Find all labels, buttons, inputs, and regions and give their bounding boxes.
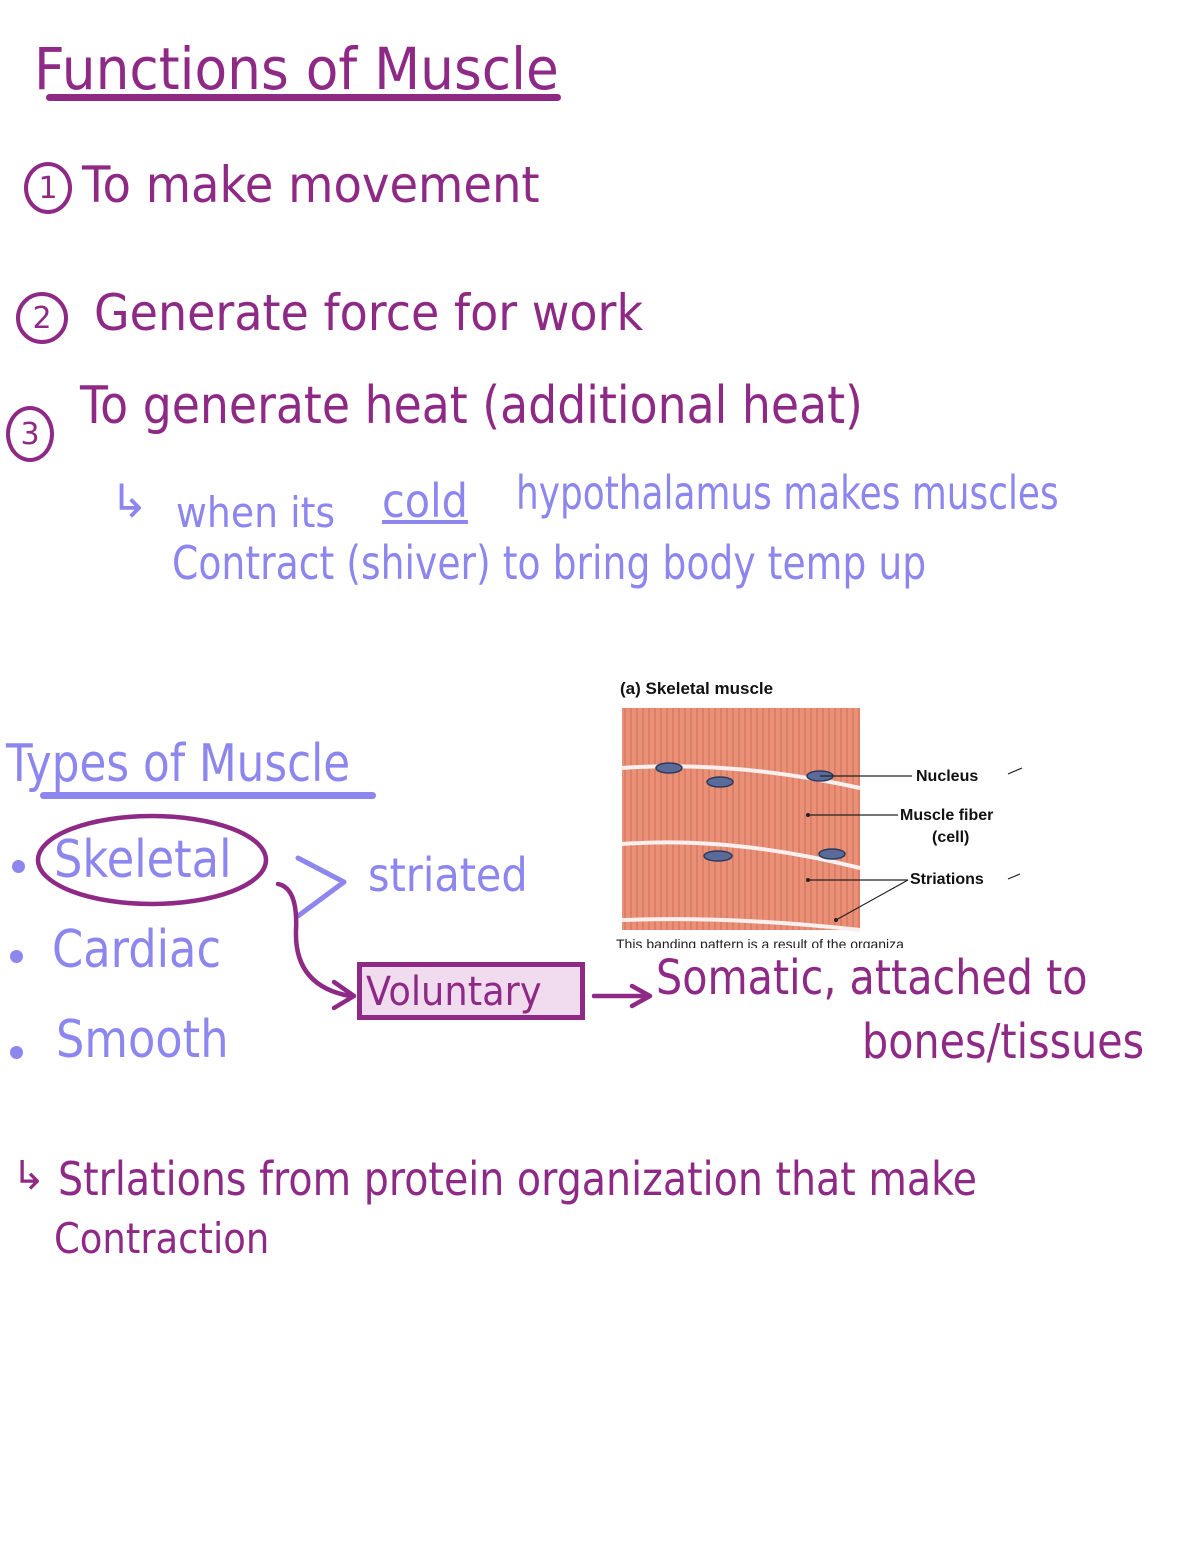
nucleus-label: Nucleus: [916, 768, 979, 785]
voluntary-highlight-box: [357, 962, 585, 1020]
skeletal-to-voluntary-arrowhead: [331, 979, 357, 1011]
fiber-boundary-3: [621, 917, 861, 932]
micrograph-background: [622, 708, 860, 930]
type-smooth: Smooth: [56, 1010, 229, 1070]
muscle-fiber-label: Muscle fiber: [900, 807, 994, 824]
skeletal-muscle-figure: (a) Skeletal muscle Nucleus Mus: [612, 676, 1032, 948]
bullet-smooth: [10, 1046, 23, 1059]
number-circle-1: 1: [24, 162, 72, 214]
voluntary-to-somatic-arrowhead: [629, 983, 653, 1009]
number-circle-3: 3: [6, 406, 54, 462]
fiber-boundary-2: [621, 840, 861, 870]
function-item-1: To make movement: [82, 156, 540, 214]
type-cardiac: Cardiac: [52, 920, 222, 980]
cold-note-line1-suffix: hypothalamus makes muscles: [516, 466, 1059, 520]
striations-note-line2: Contraction: [54, 1214, 270, 1263]
nucleus-icon: [703, 850, 733, 862]
somatic-note-line2: bones/tissues: [862, 1014, 1145, 1070]
nucleus-icon: [706, 776, 734, 788]
number-circle-2: 2: [16, 292, 68, 344]
types-heading: Types of Muscle: [6, 734, 351, 794]
function-item-2: Generate force for work: [94, 284, 644, 342]
cold-note-line1-prefix: when its: [176, 488, 336, 537]
figure-title: (a) Skeletal muscle: [620, 679, 774, 698]
muscle-micrograph: [621, 708, 1023, 932]
cold-note-line2: Contract (shiver) to bring body temp up: [172, 536, 927, 590]
functions-heading-underline: [46, 94, 561, 101]
striations-note-line1: Strlations from protein organization tha…: [58, 1152, 978, 1206]
fiber-boundary-1: [621, 764, 861, 790]
type-skeletal: Skeletal: [54, 830, 232, 890]
nucleus-icon: [818, 848, 846, 860]
cold-note-arrow: ↳: [110, 474, 149, 528]
bullet-cardiac: [10, 950, 23, 963]
types-heading-underline: [40, 792, 376, 799]
striations-label: Striations: [910, 871, 984, 888]
voluntary-label: Voluntary: [366, 969, 542, 1015]
striated-bracket: [295, 855, 347, 919]
skeletal-to-voluntary-arrow: [275, 881, 353, 999]
skeletal-circle: [35, 813, 269, 907]
nucleus-icon: [655, 762, 683, 774]
cold-note-cold-word: cold: [382, 474, 468, 528]
function-item-3: To generate heat (additional heat): [80, 376, 863, 436]
cell-label: (cell): [932, 829, 970, 846]
figure-caption: This banding pattern is a result of the …: [616, 936, 904, 948]
somatic-note-line1: Somatic, attached to: [656, 950, 1088, 1006]
functions-heading: Functions of Muscle: [34, 35, 559, 103]
figure-leader-lines: [808, 767, 1023, 921]
bullet-skeletal: [12, 860, 25, 873]
striations-note-arrow: ↳: [12, 1153, 46, 1199]
striated-label: striated: [368, 848, 528, 902]
